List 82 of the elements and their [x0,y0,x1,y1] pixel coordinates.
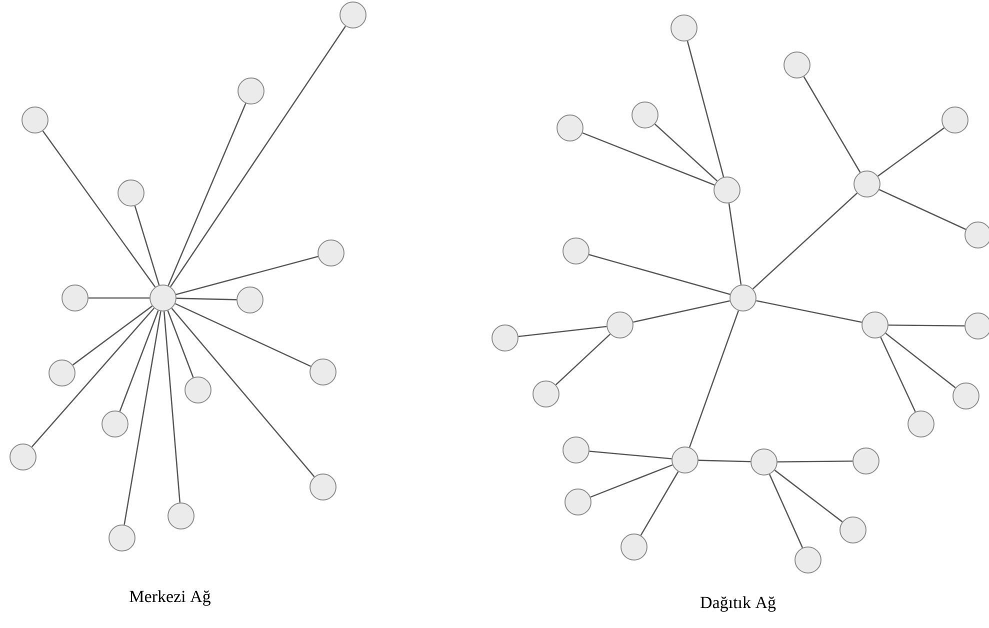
connection-line [171,308,315,478]
network-node [340,2,366,28]
connection-line [42,130,156,288]
network-node [908,410,934,438]
network-node [62,284,88,312]
connection-line [633,300,730,323]
connection-line [170,26,346,288]
connection-line [589,450,672,460]
connection-line [640,471,679,536]
connection-line [176,298,237,300]
network-node [952,382,980,410]
network-node [852,448,880,474]
network-node [150,284,176,312]
network-node [964,312,989,340]
connection-line [778,460,853,462]
connection-line [167,310,194,378]
connection-line [752,192,858,290]
network-node [564,488,592,516]
network-node [672,446,698,474]
connection-line [768,474,804,548]
network-node [606,312,634,338]
connection-line [163,311,181,503]
network-node [168,502,194,530]
network-node [784,52,810,78]
network-node [794,546,822,574]
caption: Dağıtık Ağ [700,596,776,612]
network-node [10,444,36,470]
connection-line [686,40,724,178]
connection-line [88,297,150,299]
connection-line [888,324,964,327]
network-node [562,436,590,464]
network-node [310,474,336,500]
connection-line [588,254,730,295]
network-node [942,106,968,134]
caption: Merkezi Ağ [130,590,211,606]
connection-line [774,470,843,522]
network-node [102,410,128,438]
network-node [562,238,590,264]
network-node [48,360,76,386]
connection-line [879,189,966,230]
connection-line [174,303,312,367]
network-node [184,376,212,404]
connection-line [590,464,673,498]
connection-line [168,103,246,286]
network-node [118,180,144,206]
network-node [632,102,658,128]
connection-line [555,334,611,386]
network-node [238,78,264,104]
connection-line [880,336,916,412]
network-node [714,176,740,204]
network-node [532,380,560,408]
connection-line [134,206,160,286]
network-node [108,524,136,552]
connection-line [119,310,159,412]
connection-line [518,326,607,338]
connection-line [756,300,862,323]
network-node [492,324,518,352]
connection-line [72,306,153,366]
network-node [620,534,648,560]
network-node [318,240,344,266]
network-node [730,284,756,312]
connection-line [698,460,751,462]
connection-line [688,310,740,448]
network-node [964,222,989,248]
connection-line [176,256,318,296]
network-node [862,312,888,338]
connection-line [582,132,715,186]
network-node [854,170,880,198]
connection-line [885,332,956,388]
connection-line [124,311,162,525]
network-node [840,516,866,544]
network-node [310,358,336,386]
connection-line [654,124,718,182]
connection-line [31,308,155,448]
network-node [556,114,584,142]
network-node [670,14,698,42]
connection-line [878,127,944,177]
network-node [750,448,778,476]
connection-line [803,76,861,173]
network-node [22,106,48,134]
connection-line [728,203,742,285]
network-node [236,286,264,314]
